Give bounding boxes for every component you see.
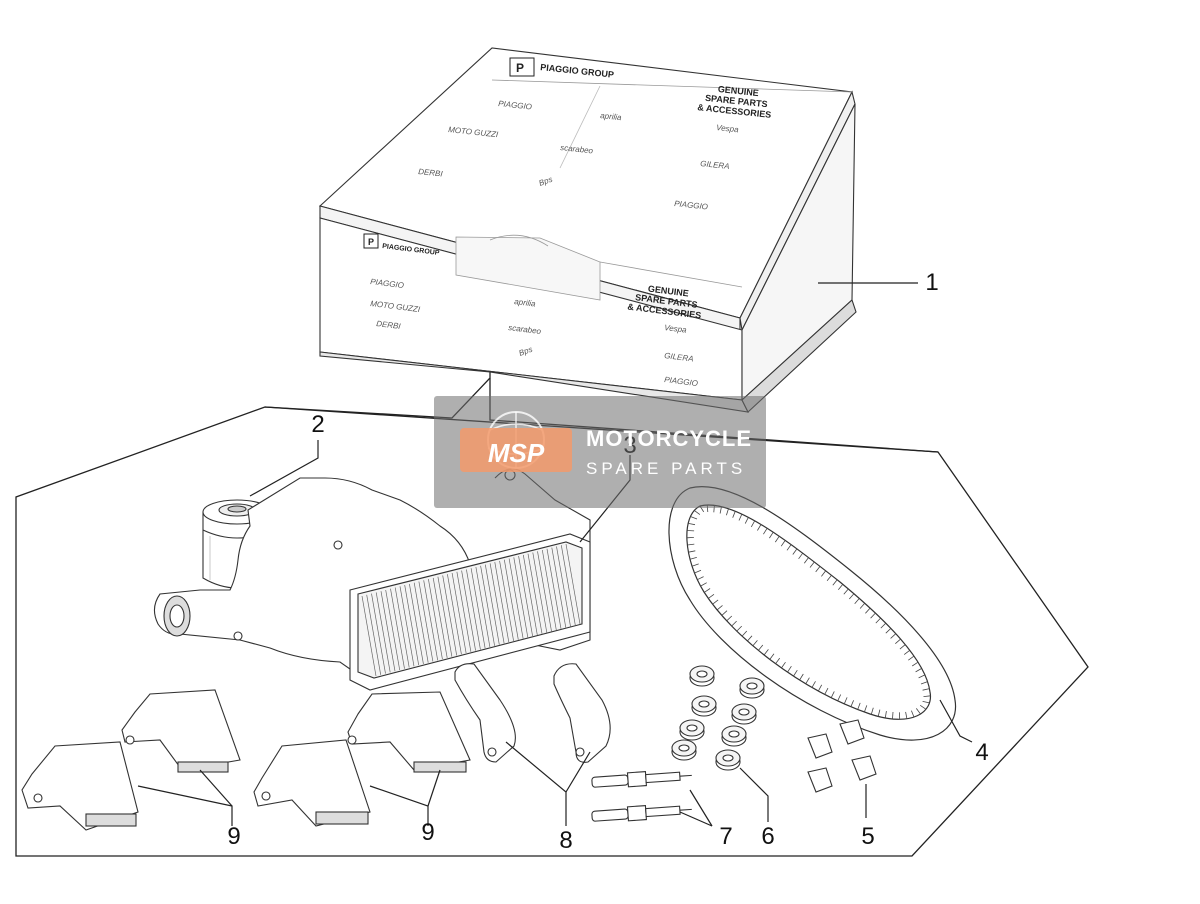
box-front-brand-8: GILERA <box>664 351 694 364</box>
callout-1[interactable]: 1 <box>925 269 938 296</box>
box-top-line1: GENUINE <box>717 84 759 98</box>
drive-belt-teeth <box>686 504 931 720</box>
box-top-brand-1: PIAGGIO <box>498 99 533 111</box>
svg-text:P: P <box>368 237 374 247</box>
callout-8[interactable]: 8 <box>559 827 572 854</box>
air-filter-element[interactable] <box>349 533 591 691</box>
box-top-brand-8: Bps <box>538 175 554 188</box>
air-filter-pleats <box>361 543 581 677</box>
watermark-line2: SPARE PARTS <box>586 459 746 478</box>
watermark-logo: MSP <box>488 438 545 468</box>
callout-6[interactable]: 6 <box>761 823 774 850</box>
brake-shoes[interactable] <box>454 663 611 763</box>
spark-plugs[interactable] <box>591 768 693 823</box>
callout-5[interactable]: 5 <box>861 823 874 850</box>
variator-rollers[interactable] <box>671 665 765 771</box>
drive-belt[interactable] <box>668 486 957 741</box>
box-front-line1: GENUINE <box>647 284 689 299</box>
brake-pads-right[interactable] <box>253 691 471 827</box>
watermark-logo-badge <box>460 428 572 472</box>
callout-leaders <box>137 282 973 827</box>
callout-9-right[interactable]: 9 <box>421 819 434 846</box>
watermark: MSP MOTORCYCLE SPARE PARTS <box>434 396 766 508</box>
callout-9-left[interactable]: 9 <box>227 823 240 850</box>
box-top-brand-5: scarabeo <box>560 143 594 155</box>
callout-4[interactable]: 4 <box>975 739 988 766</box>
box-front-brand-7: Vespa <box>664 323 688 335</box>
variator-sliders[interactable] <box>807 719 877 793</box>
callout-2[interactable]: 2 <box>311 411 324 438</box>
box-top-brand-9: PIAGGIO <box>674 199 709 211</box>
box-top-brand-7: DERBI <box>418 167 444 179</box>
box-front-brand-6: Bps <box>518 345 534 358</box>
box-front-brand-5: scarabeo <box>508 323 542 336</box>
kit-box[interactable] <box>318 47 857 413</box>
box-front-brand-9: PIAGGIO <box>664 375 699 388</box>
box-top-brand-6: GILERA <box>700 159 730 171</box>
svg-text:P: P <box>516 61 524 75</box>
brake-pads-left[interactable] <box>21 689 241 831</box>
box-front-brand-3: DERBI <box>376 319 402 331</box>
watermark-line1: MOTORCYCLE <box>586 426 752 451</box>
box-top-brand-3: Vespa <box>716 123 740 134</box>
box-top-brand-2: aprilia <box>600 111 623 122</box>
box-front-brand-1: PIAGGIO <box>370 277 405 290</box>
callout-7[interactable]: 7 <box>719 823 732 850</box>
box-front-brand-4: aprilia <box>514 297 537 309</box>
